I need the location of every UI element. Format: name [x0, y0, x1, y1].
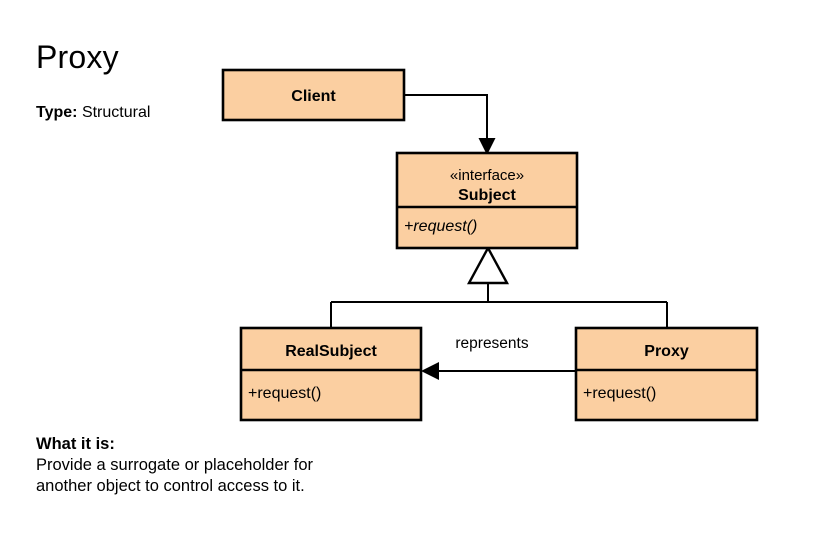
pattern-type-line: Type: Structural	[36, 103, 150, 123]
class-name-client: Client	[291, 88, 336, 105]
class-name-proxy: Proxy	[644, 343, 689, 360]
description-block: What it is: Provide a surrogate or place…	[36, 434, 313, 497]
generalization-triangle-icon	[466, 245, 510, 285]
edge-label-represents: represents	[455, 335, 528, 352]
edge-generalization-tree	[330, 245, 668, 328]
edge-proxy-represents-realsubject	[421, 362, 576, 380]
pattern-type-value: Structural	[81, 104, 151, 121]
class-box-realsubject[interactable]: RealSubject +request()	[239, 326, 423, 422]
pattern-type-label: Type:	[36, 104, 78, 121]
description-heading: What it is:	[36, 435, 115, 453]
page-title: Proxy	[36, 39, 119, 75]
class-name-realsubject: RealSubject	[285, 343, 377, 360]
arrowhead-solid-left-icon	[421, 362, 439, 380]
class-operation-realsubject-request: +request()	[248, 385, 321, 402]
class-operation-proxy-request: +request()	[583, 385, 656, 402]
class-box-client[interactable]: Client	[221, 68, 406, 122]
description-line-1: Provide a surrogate or placeholder for	[36, 456, 313, 474]
description-line-2: another object to control access to it.	[36, 477, 305, 495]
edge-client-uses-subject	[404, 94, 496, 155]
arrowhead-solid-down-icon	[478, 138, 496, 155]
class-stereotype-subject: «interface»	[450, 167, 524, 184]
class-operation-subject-request: +request()	[404, 218, 477, 235]
class-box-proxy[interactable]: Proxy +request()	[574, 326, 759, 422]
class-name-subject: Subject	[458, 187, 516, 204]
class-box-subject[interactable]: «interface» Subject +request()	[395, 151, 579, 250]
